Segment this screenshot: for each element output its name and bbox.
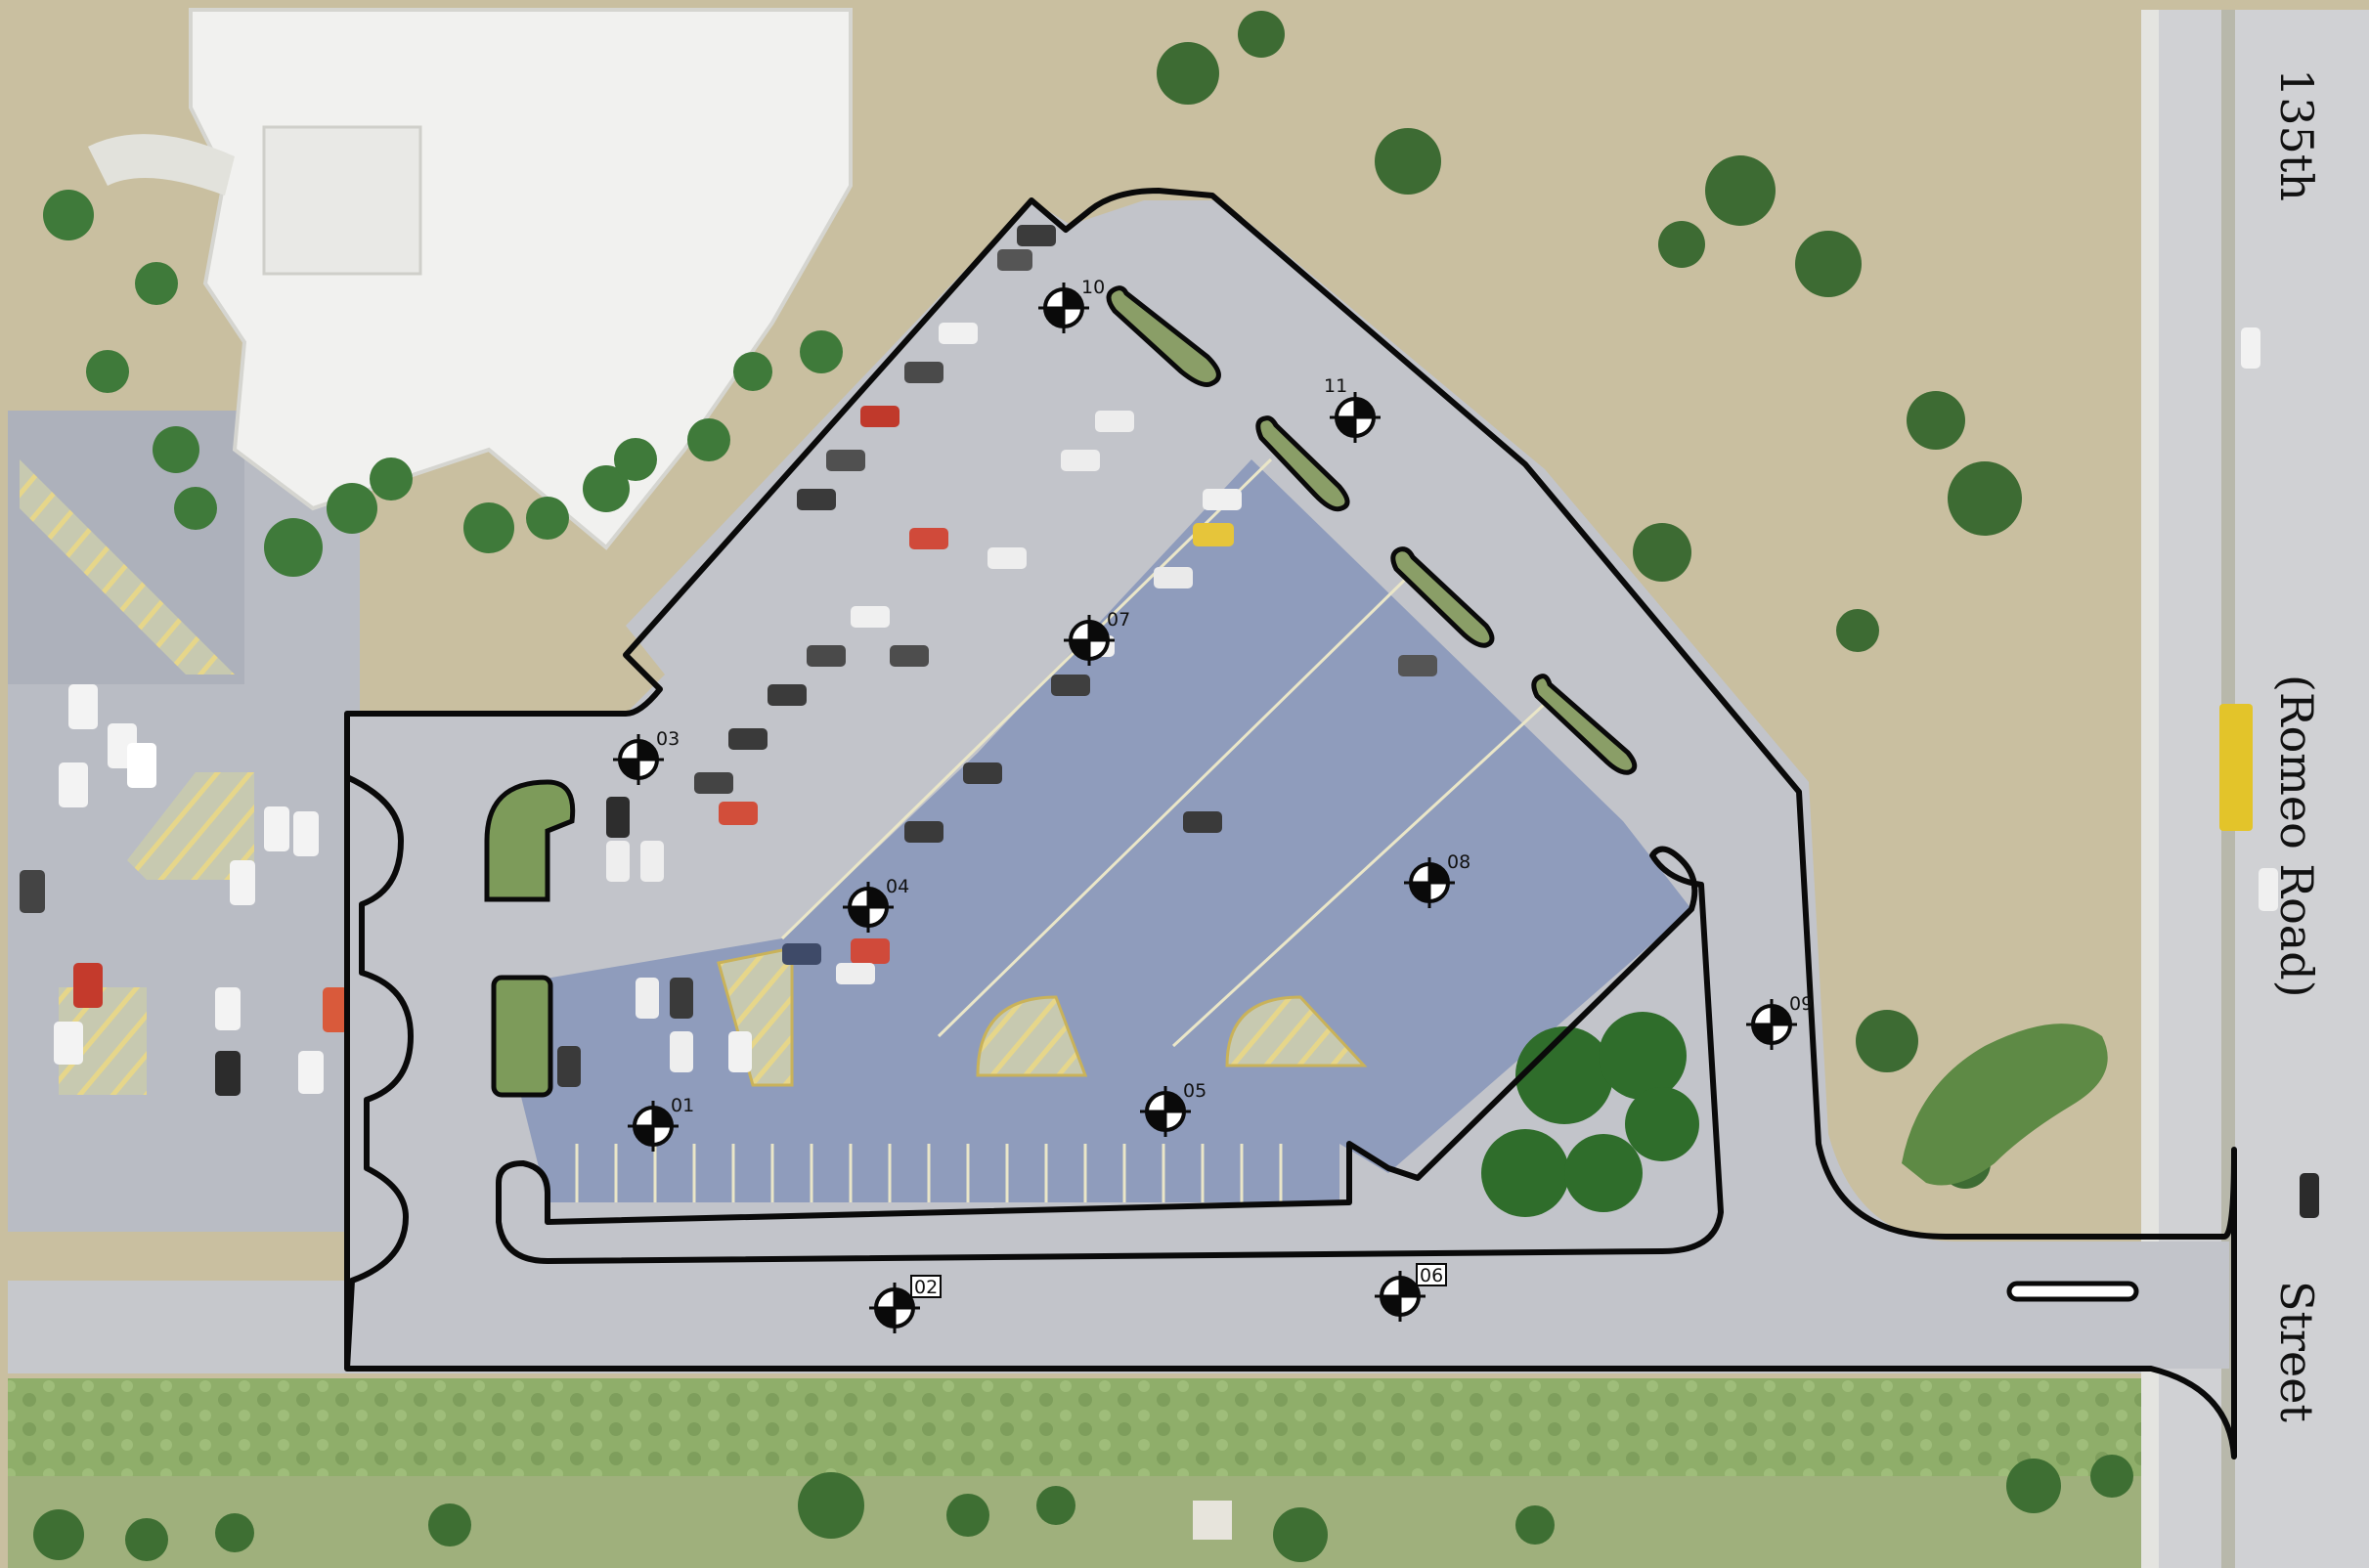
landscape-pill-2 [1255,415,1350,512]
survey-markers: 01 02 03 04 05 [613,277,1813,1333]
landscape-island-nw [484,779,576,902]
survey-marker-label: 08 [1447,851,1470,873]
survey-marker-label: 07 [1107,609,1130,631]
landscape-island-w [491,975,553,1098]
highway-shoulder [2141,10,2159,1568]
survey-marker-label: 03 [656,728,680,750]
survey-marker-03[interactable]: 03 [613,728,680,785]
site-boundary-line [344,188,2237,1459]
survey-marker-label: 05 [1183,1080,1206,1102]
parking-stripes [575,457,1547,1202]
hatched-west-area [127,772,254,880]
landscape-pill-4 [1531,674,1638,775]
building-annex [262,125,422,276]
highway-car-2 [2259,868,2278,911]
survey-marker-01[interactable]: 01 [628,1095,694,1152]
west-entry-boundary [344,714,414,1370]
survey-marker-05[interactable]: 05 [1140,1080,1206,1137]
survey-marker-07[interactable]: 07 [1064,609,1130,666]
highway-bus [2219,704,2253,831]
survey-marker-11[interactable]: 11 [1324,375,1381,443]
east-landscape-bed [1902,1024,2108,1186]
survey-marker-10[interactable]: 10 [1038,277,1105,333]
survey-marker-label: 01 [671,1095,694,1116]
survey-marker-04[interactable]: 04 [843,876,909,933]
survey-marker-label: 11 [1324,375,1347,397]
survey-marker-label: 10 [1081,277,1105,298]
inner-lot-boundary [496,846,1724,1264]
hatched-island-2 [1225,995,1368,1067]
walkway-curve [88,134,235,196]
survey-marker-08[interactable]: 08 [1404,851,1470,908]
highway-car-3 [2300,1173,2319,1218]
survey-marker-09[interactable]: 09 [1746,993,1813,1050]
landscape-pill-1 [1106,285,1221,387]
survey-marker-label: 09 [1789,993,1813,1015]
road-label-135th: 135th [2270,68,2323,201]
road-label-street: Street [2270,1281,2323,1422]
house-1 [1193,1501,1232,1540]
lot-tree-cluster [1481,1012,1699,1217]
hatched-island-1 [976,995,1088,1077]
survey-marker-label: 02 [914,1277,938,1298]
landscape-trees-building [43,190,843,577]
hatched-west-area-2 [59,987,147,1095]
west-lot-diagonal [8,411,244,684]
south-yard-trees [33,1455,2133,1562]
survey-marker-02[interactable]: 02 [869,1275,942,1333]
west-lot-cars [20,684,348,1096]
median-pill-east [2006,1281,2139,1302]
highway-car-1 [2241,327,2260,369]
survey-marker-label: 04 [886,876,909,897]
survey-marker-06[interactable]: 06 [1375,1263,1447,1322]
survey-marker-label: 06 [1420,1265,1443,1286]
landscape-pill-3 [1390,546,1495,648]
south-yards [8,1476,2159,1568]
hatched-west-area-3 [20,459,235,675]
road-label-romeo-road: (Romeo Road) [2270,675,2323,998]
